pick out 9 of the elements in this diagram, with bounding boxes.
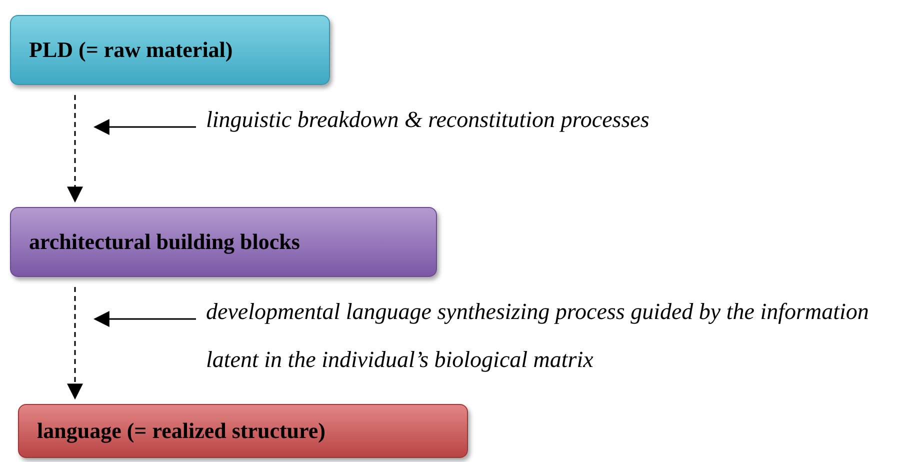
annotation-text: developmental language synthesizing process guided by the information latent in the individual’s biological matrix bbox=[206, 288, 896, 384]
process-box: PLD (= raw material) bbox=[10, 15, 330, 85]
annotation-text: linguistic breakdown & reconstitution processes bbox=[206, 96, 846, 144]
dashed-arrow bbox=[67, 287, 83, 400]
process-box: architectural building blocks bbox=[10, 207, 437, 277]
arrow bbox=[93, 119, 196, 135]
process-box: language (= realized structure) bbox=[18, 404, 468, 458]
dashed-arrow bbox=[67, 95, 83, 203]
arrow bbox=[93, 311, 196, 327]
